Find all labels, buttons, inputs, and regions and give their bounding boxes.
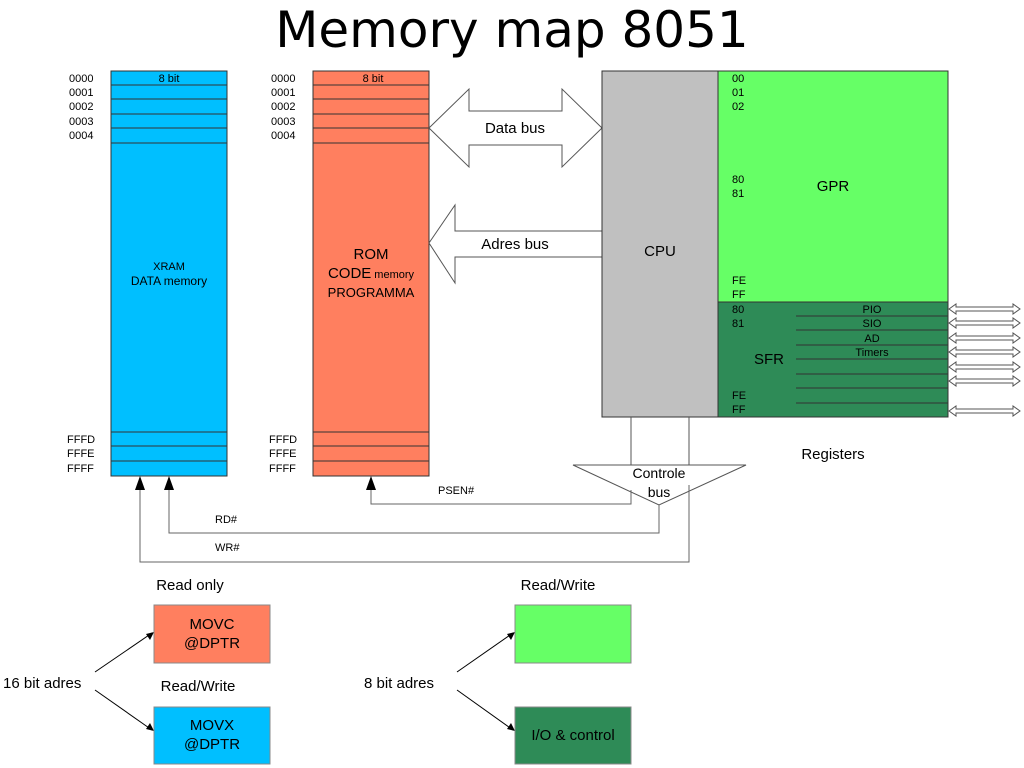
read-write-label: Read/Write [161, 678, 236, 695]
legend-16bit: 16 bit adres Read only MOVC @DPTR Read/W… [3, 577, 271, 765]
movc-label: MOVC [190, 616, 235, 633]
signal-arrowheads [135, 476, 376, 490]
gpr-block: 00 01 02 80 81 FE FF GPR [717, 70, 949, 303]
read-write-label-2: Read/Write [521, 577, 596, 594]
gpr-label: GPR [817, 178, 850, 195]
control-bus-label: Controle [633, 465, 686, 481]
rom-programma-label: PROGRAMMA [328, 285, 415, 300]
xram-column: 8 bit 0000 0001 0002 0003 0004 FFFD FFFE… [67, 70, 228, 477]
xram-header: 8 bit [159, 73, 180, 85]
wr-signal-label: WR# [215, 542, 240, 554]
xram-block [110, 70, 228, 477]
legend-8bit: 8 bit adres Read/Write I/O & control [364, 577, 632, 765]
data-bus-arrow: Data bus [428, 87, 603, 169]
xram-address: FFFF [67, 463, 94, 475]
rom-address: 0004 [271, 130, 295, 142]
gpr-legend-box [514, 604, 632, 664]
xram-address: 0000 [69, 73, 93, 85]
gpr-address: FE [732, 275, 746, 287]
sfr-address: FF [732, 404, 746, 416]
xram-address: 0004 [69, 130, 93, 142]
registers-label: Registers [801, 446, 864, 463]
rom-label: ROM [354, 246, 389, 263]
control-bus: Controle bus [572, 417, 747, 506]
xram-label: XRAM [153, 261, 185, 273]
addr16-label: 16 bit adres [3, 675, 81, 692]
xram-address: 0003 [69, 116, 93, 128]
gpr-address: 81 [732, 188, 744, 200]
rom-address: FFFF [269, 463, 296, 475]
movc-label-2: @DPTR [184, 635, 240, 652]
sfr-block: 80 81 FE FF SFR PIO SIO AD Timers [717, 301, 949, 418]
movx-label-2: @DPTR [184, 736, 240, 753]
sfr-row-sio: SIO [863, 318, 882, 330]
sfr-row-ad: AD [864, 333, 879, 345]
xram-address: 0001 [69, 87, 93, 99]
xram-address: FFFE [67, 448, 95, 460]
io-control-box [514, 706, 632, 765]
xram-sublabel: DATA memory [131, 274, 207, 288]
sfr-io-arrows [948, 303, 1021, 417]
gpr-address: FF [732, 289, 746, 301]
xram-address: FFFD [67, 434, 95, 446]
control-bus-label-2: bus [648, 484, 671, 500]
addr8-label: 8 bit adres [364, 675, 434, 692]
sfr-label: SFR [754, 351, 784, 368]
rom-address: FFFE [269, 448, 297, 460]
gpr-address: 80 [732, 174, 744, 186]
psen-signal-label: PSEN# [438, 485, 475, 497]
read-only-label: Read only [156, 577, 224, 594]
data-bus-label: Data bus [485, 120, 545, 137]
movx-label: MOVX [190, 717, 234, 734]
io-control-label: I/O & control [531, 727, 614, 744]
rom-header: 8 bit [363, 73, 384, 85]
address-bus-arrow: Adres bus [428, 203, 603, 285]
cpu-label: CPU [644, 243, 676, 260]
address-bus-label: Adres bus [481, 236, 549, 253]
sfr-address: FE [732, 390, 746, 402]
rom-block [312, 70, 430, 477]
xram-address: 0002 [69, 101, 93, 113]
rom-address: 0000 [271, 73, 295, 85]
signal-lines [139, 485, 690, 563]
rd-signal-label: RD# [215, 514, 238, 526]
rom-address: 0002 [271, 101, 295, 113]
rom-column: 8 bit 0000 0001 0002 0003 0004 FFFD FFFE… [269, 70, 430, 477]
sfr-address: 81 [732, 318, 744, 330]
sfr-row-timers: Timers [855, 347, 889, 359]
gpr-address: 02 [732, 101, 744, 113]
page-title: Memory map 8051 [275, 1, 749, 59]
rom-address: FFFD [269, 434, 297, 446]
cpu-block: CPU [601, 70, 719, 418]
movc-box [153, 604, 271, 664]
sfr-address: 80 [732, 304, 744, 316]
gpr-address: 00 [732, 73, 744, 85]
rom-address: 0003 [271, 116, 295, 128]
sfr-row-pio: PIO [863, 304, 882, 316]
rom-address: 0001 [271, 87, 295, 99]
gpr-address: 01 [732, 87, 744, 99]
movx-box [153, 706, 271, 765]
